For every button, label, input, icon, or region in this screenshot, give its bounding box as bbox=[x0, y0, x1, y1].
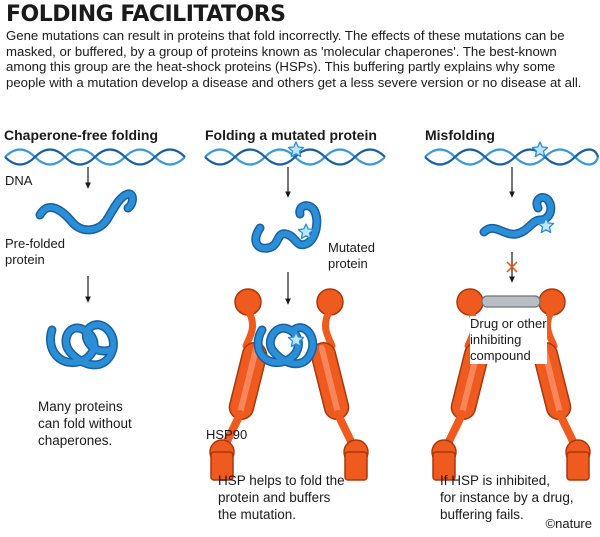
folded-protein-1 bbox=[46, 320, 118, 370]
buffered-protein-2 bbox=[253, 323, 318, 369]
caption-col1: Many proteins can fold without chaperone… bbox=[38, 399, 132, 448]
label-dna: DNA bbox=[5, 173, 33, 188]
mutation-star-dna-3 bbox=[531, 141, 549, 158]
col3-title: Misfolding bbox=[425, 127, 495, 143]
label-hsp90: HSP90 bbox=[206, 427, 248, 442]
dna-helix-2 bbox=[204, 148, 386, 166]
label-prefolded: Pre-folded protein bbox=[5, 236, 65, 267]
label-drug: Drug or other inhibiting compound bbox=[470, 316, 547, 364]
caption-col3: If HSP is inhibited, for instance by a d… bbox=[440, 473, 574, 522]
hsp90-dimer-2 bbox=[210, 289, 368, 480]
misfolded-protein-3 bbox=[479, 193, 556, 239]
caption-col2: HSP helps to fold the protein and buffer… bbox=[218, 473, 345, 522]
col1-title: Chaperone-free folding bbox=[4, 127, 159, 143]
label-mutated: Mutated protein bbox=[328, 240, 375, 271]
intro-text: Gene mutations can result in proteins th… bbox=[6, 28, 582, 90]
figure-title: FOLDING FACILITATORS bbox=[6, 2, 286, 27]
blocked-cross-icon bbox=[506, 261, 518, 273]
dna-helix-3 bbox=[424, 148, 600, 166]
mutated-protein-2 bbox=[251, 201, 322, 253]
dna-helix-1 bbox=[4, 148, 186, 166]
col2-title: Folding a mutated protein bbox=[205, 127, 377, 143]
nature-logo: ©nature bbox=[545, 516, 592, 531]
drug-molecule bbox=[481, 295, 541, 308]
